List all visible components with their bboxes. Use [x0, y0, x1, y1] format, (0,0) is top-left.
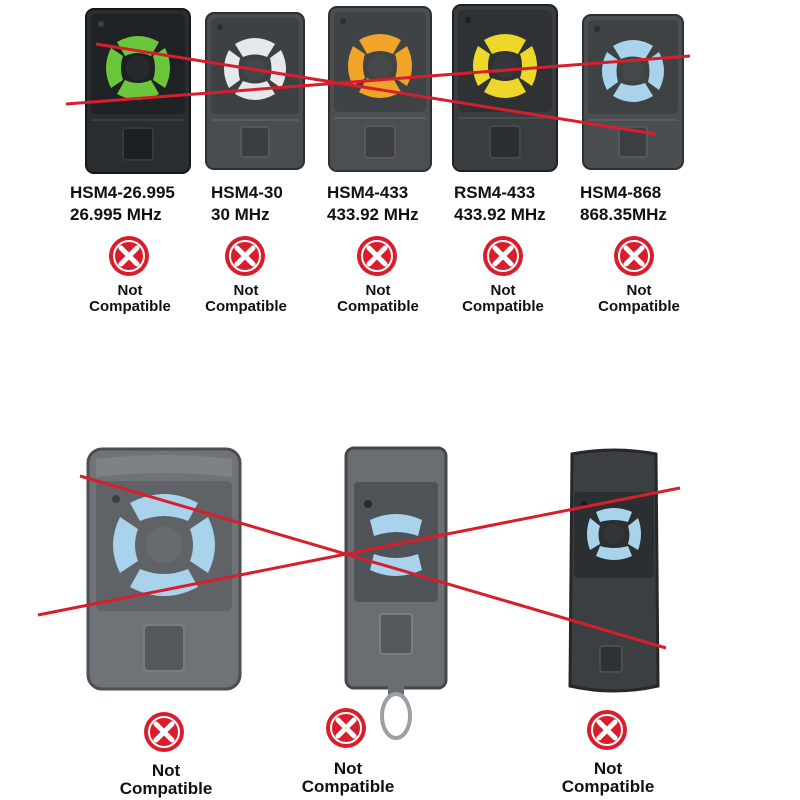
status-line-1: Not	[490, 282, 516, 299]
x-circle-icon	[614, 236, 654, 276]
remote-rsm4-433	[452, 4, 558, 172]
status-line-2: Compatible	[119, 779, 213, 798]
status-line-2: Compatible	[301, 777, 395, 796]
status-line-1: Not	[626, 282, 652, 299]
x-circle-icon	[225, 236, 265, 276]
remote-bottom-2	[344, 446, 448, 740]
model-frequency: 868.35MHz	[580, 205, 667, 224]
model-name: RSM4-433	[454, 183, 536, 202]
status-line-2: Compatible	[89, 298, 171, 315]
compatibility-status: Not Compatible	[106, 762, 226, 798]
status-line-2: Compatible	[462, 298, 544, 315]
compatibility-status: Not Compatible	[328, 283, 428, 315]
remote-hsm4-30	[205, 12, 305, 170]
remote-hsm4-868	[582, 14, 684, 170]
model-frequency: 433.92 MHz	[327, 205, 419, 224]
compatibility-status: Not Compatible	[80, 283, 180, 315]
model-name: HSM4-433	[327, 183, 409, 202]
status-line-1: Not	[117, 282, 143, 299]
remote-bottom-3	[568, 448, 660, 693]
x-circle-icon	[109, 236, 149, 276]
x-circle-icon	[587, 710, 627, 750]
status-line-1: Not	[365, 282, 391, 299]
model-name: HSM4-868	[580, 183, 662, 202]
model-label: HSM4-868 868.35MHz	[580, 182, 667, 226]
model-frequency: 433.92 MHz	[454, 205, 546, 224]
remote-bottom-1	[86, 447, 242, 691]
x-circle-icon	[357, 236, 397, 276]
status-line-2: Compatible	[561, 777, 655, 796]
model-name: HSM4-30	[211, 183, 283, 202]
x-circle-icon	[144, 712, 184, 752]
model-frequency: 26.995 MHz	[70, 205, 162, 224]
remote-hsm4-26995	[85, 8, 191, 174]
status-line-1: Not	[233, 282, 259, 299]
compatibility-status: Not Compatible	[196, 283, 296, 315]
compatibility-status: Not Compatible	[453, 283, 553, 315]
model-label: HSM4-433 433.92 MHz	[327, 182, 419, 226]
status-line-2: Compatible	[337, 298, 419, 315]
status-line-2: Compatible	[205, 298, 287, 315]
model-name: HSM4-26.995	[70, 183, 175, 202]
x-circle-icon	[326, 708, 366, 748]
compatibility-status: Not Compatible	[288, 760, 408, 796]
status-line-1: Not	[151, 761, 181, 780]
model-label: RSM4-433 433.92 MHz	[454, 182, 546, 226]
compatibility-status: Not Compatible	[589, 283, 689, 315]
model-frequency: 30 MHz	[211, 205, 270, 224]
compatibility-status: Not Compatible	[548, 760, 668, 796]
remote-hsm4-433	[328, 6, 432, 172]
status-line-2: Compatible	[598, 298, 680, 315]
model-label: HSM4-26.995 26.995 MHz	[70, 182, 175, 226]
status-line-1: Not	[333, 759, 363, 778]
x-circle-icon	[483, 236, 523, 276]
model-label: HSM4-30 30 MHz	[211, 182, 283, 226]
status-line-1: Not	[593, 759, 623, 778]
